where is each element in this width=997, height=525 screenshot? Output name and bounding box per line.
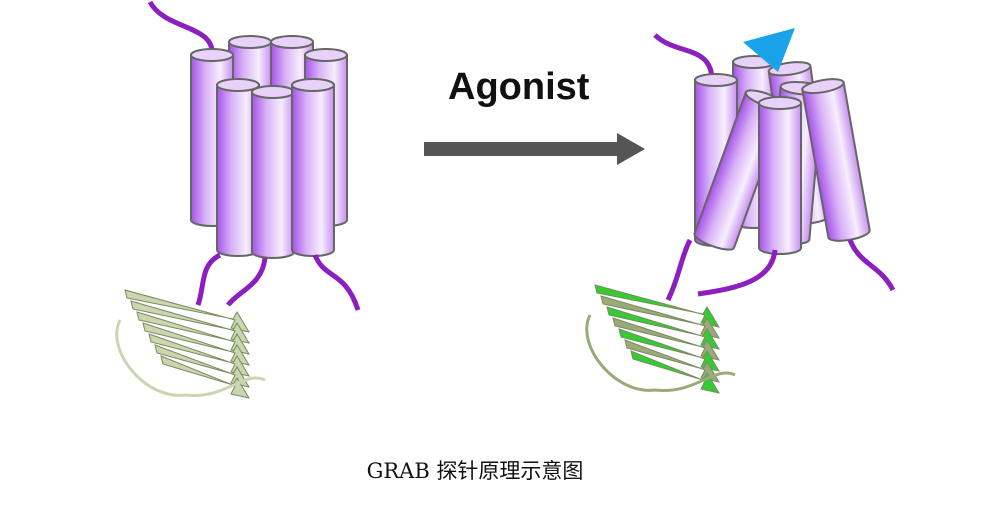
loop xyxy=(697,249,778,297)
beta-strand xyxy=(630,350,721,394)
helix-bundle-left xyxy=(190,35,348,259)
helix-cylinder xyxy=(291,78,335,257)
helix-bundle-right xyxy=(693,55,871,255)
beta-strand xyxy=(136,311,251,355)
beta-strand xyxy=(160,355,251,399)
cpgfp-barrel-bright xyxy=(585,284,736,394)
beta-strand xyxy=(148,333,251,377)
beta-strand xyxy=(612,317,721,361)
beta-strand xyxy=(154,344,251,388)
loop xyxy=(195,252,222,306)
n-terminus-loop xyxy=(653,33,715,79)
beta-strand xyxy=(624,339,721,383)
helix-cylinder xyxy=(251,85,295,259)
beta-strand xyxy=(618,328,721,372)
beta-strand xyxy=(594,284,721,328)
beta-strand xyxy=(606,306,721,350)
helix-cylinder xyxy=(758,96,802,255)
inactive-receptor xyxy=(115,0,361,399)
c-terminus-loop xyxy=(312,253,361,311)
coil xyxy=(115,319,266,398)
loop xyxy=(226,257,268,307)
cpgfp-barrel-dim xyxy=(115,289,266,399)
arrow-label: Agonist xyxy=(448,66,590,108)
beta-strand xyxy=(124,289,251,333)
n-terminus-loop xyxy=(147,0,215,56)
beta-strand xyxy=(600,295,721,339)
beta-strand xyxy=(142,322,251,366)
coil xyxy=(585,314,736,393)
transition-arrow xyxy=(424,133,645,165)
agonist-bound-receptor xyxy=(585,28,896,394)
loop xyxy=(665,238,693,302)
c-terminus-loop xyxy=(847,238,896,292)
beta-strand xyxy=(130,300,251,344)
figure-caption: GRAB 探针原理示意图 xyxy=(366,459,584,483)
helix-cylinder xyxy=(801,78,871,242)
agonist-triangle xyxy=(743,28,795,72)
